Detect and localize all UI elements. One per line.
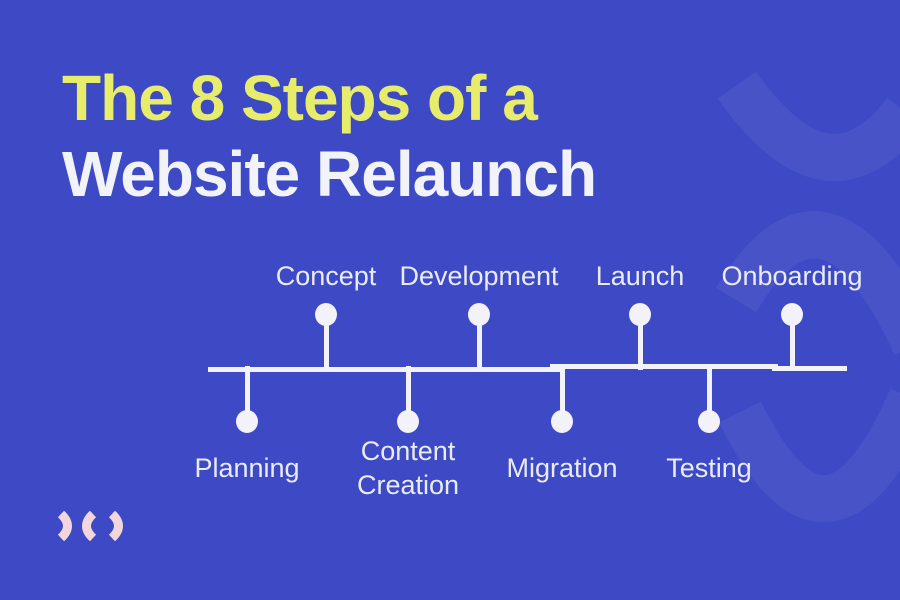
title-line-1: The 8 Steps of a [62, 62, 538, 134]
step-5-node [551, 410, 573, 433]
timeline-axis-segment [772, 366, 847, 371]
step-4-stem [476, 313, 482, 370]
decorative-swoosh-top-icon [717, 71, 900, 181]
step-2-stem [323, 313, 329, 370]
step-5-label: Migration [506, 453, 618, 483]
chevron-right-icon [108, 511, 123, 541]
decorative-swoosh-bottom-icon [718, 388, 900, 523]
step-7-stem [706, 366, 712, 423]
step-2-label: Concept [275, 261, 377, 291]
step-5-stem [559, 366, 565, 423]
step-1-label: Planning [194, 453, 300, 483]
step-8-label: Onboarding [721, 261, 863, 291]
step-7-label: Testing [666, 453, 752, 483]
step-3-node [397, 410, 419, 433]
chevron-right-icon [57, 511, 72, 541]
step-4-node [468, 303, 490, 326]
step-6-stem [637, 313, 643, 370]
brand-logo [57, 511, 123, 541]
chevron-left-icon [82, 511, 97, 541]
step-8-node [781, 303, 803, 326]
step-3-stem [405, 366, 411, 423]
timeline-axis-segment [550, 364, 778, 369]
step-3-label: Content Creation [356, 436, 460, 500]
step-1-stem [244, 366, 250, 423]
step-6-node [629, 303, 651, 326]
step-4-label: Development [399, 261, 559, 291]
step-7-node [698, 410, 720, 433]
step-6-label: Launch [595, 261, 685, 291]
step-2-node [315, 303, 337, 326]
step-1-node [236, 410, 258, 433]
step-8-stem [789, 313, 795, 370]
title-line-2: Website Relaunch [62, 138, 597, 210]
timeline-axis-segment [208, 367, 560, 372]
